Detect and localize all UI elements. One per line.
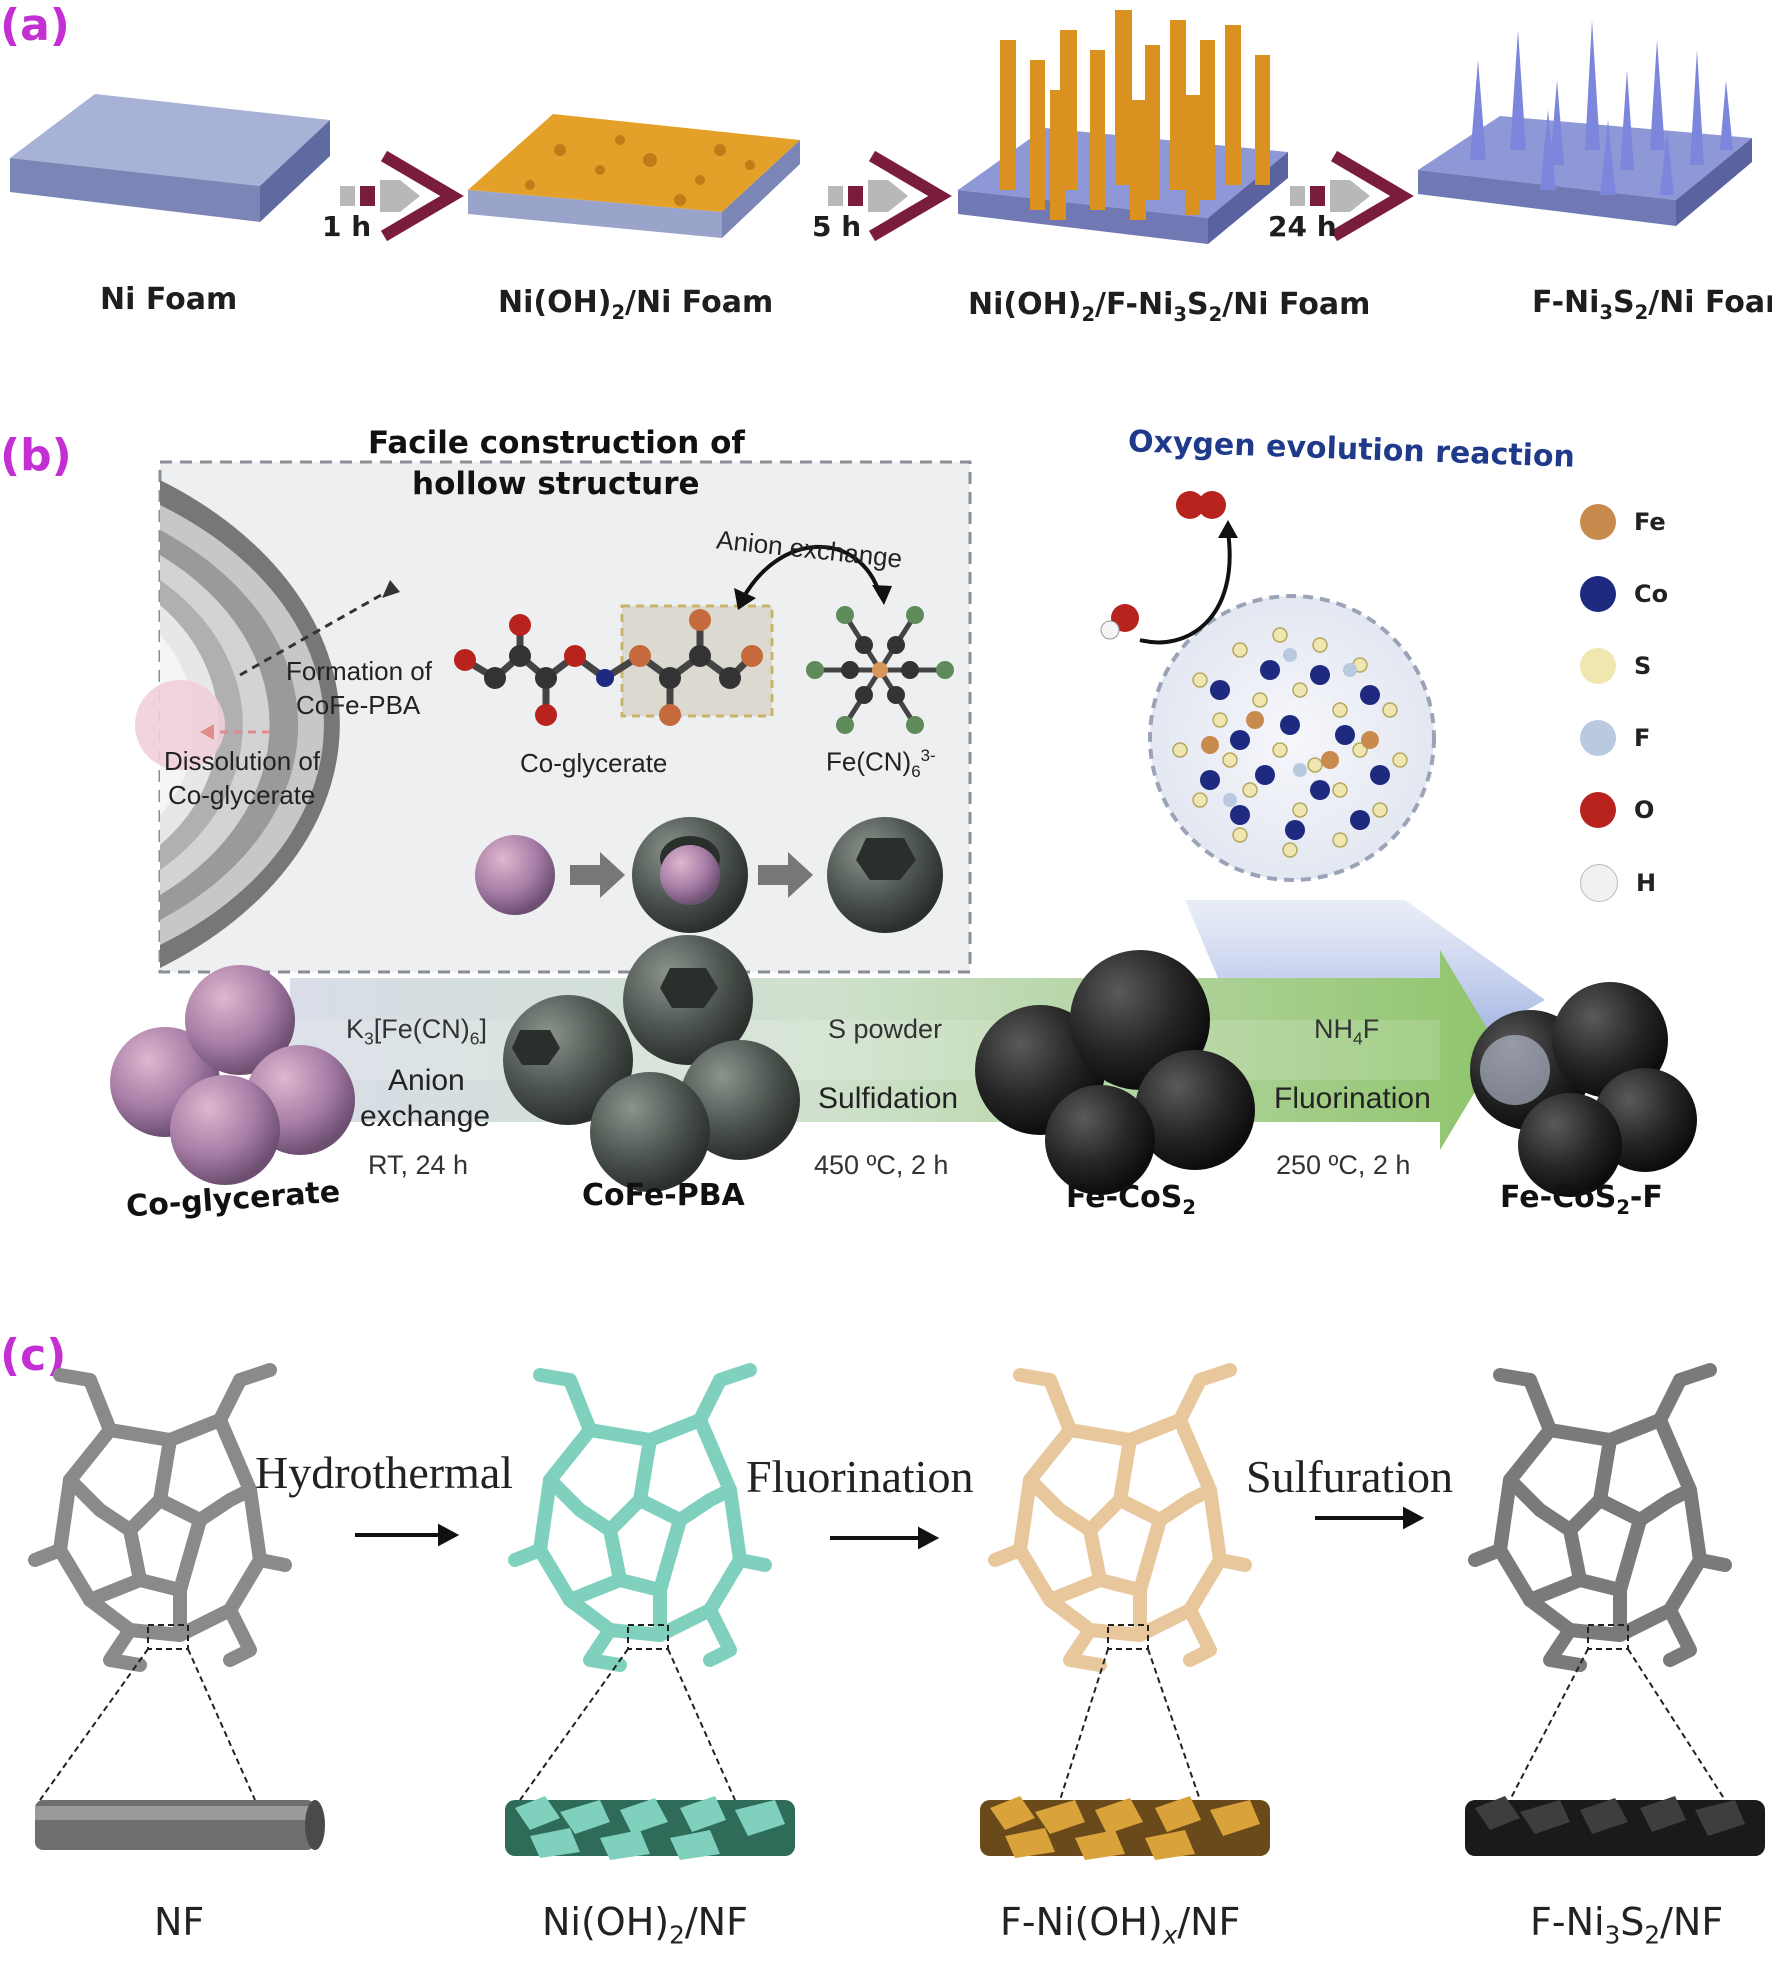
step2-condition: 450 ºC, 2 h (814, 1150, 949, 1180)
nioh2-foam-slab (468, 114, 800, 238)
step3-process: Fluorination (1274, 1082, 1431, 1115)
label-fni3s2-nf: F-Ni3S2/NF (1530, 1900, 1724, 1950)
label-fnioh-nf: F-Ni(OH)x/NF (1000, 1900, 1241, 1950)
panel-c-illustration (0, 1360, 1765, 1860)
step3-reagent: NH4F (1314, 1014, 1380, 1049)
step-fluorination: Fluorination (746, 1451, 974, 1502)
product-fe-cos2-f: Fe-CoS2-F (1500, 1180, 1663, 1219)
time-3: 24 h (1268, 210, 1337, 243)
fni3s2-slab (1418, 20, 1752, 226)
product-cofe-pba: CoFe-PBA (582, 1178, 745, 1213)
step1-mid-line2: exchange (360, 1100, 491, 1133)
arrow-1-icon (340, 150, 464, 242)
nf-foam-icon (35, 1370, 285, 1801)
fecn6-label: Fe(CN)63- (826, 746, 936, 781)
stage-label-nioh2-fni3s2: Ni(OH)2/F-Ni3S2/Ni Foam (968, 287, 1371, 326)
fecn6-molecule (806, 606, 954, 734)
legend-item-fe: Fe (1580, 504, 1666, 540)
stage-label-ni-foam: Ni Foam (100, 282, 238, 317)
dissolution-line2: Co-glycerate (168, 780, 316, 810)
step-hydrothermal: Hydrothermal (255, 1447, 514, 1498)
fe-atom-icon (1580, 504, 1616, 540)
time-2: 5 h (812, 210, 862, 243)
co-atom-icon (1580, 576, 1616, 612)
fni3s2-rod (1465, 1796, 1765, 1856)
nf-rod (35, 1800, 325, 1850)
step3-condition: 250 ºC, 2 h (1276, 1150, 1411, 1180)
cofe-pba-cluster (503, 935, 800, 1192)
ni-foam-slab (10, 94, 330, 222)
s-atom-icon (1580, 648, 1616, 684)
arrow-2-icon (828, 150, 952, 242)
anion-exchange-arrow (740, 544, 882, 601)
fnioh-foam-icon (995, 1370, 1245, 1801)
label-nf: NF (154, 1900, 205, 1944)
o-atom-icon (1580, 792, 1616, 828)
step2-process: Sulfidation (818, 1082, 959, 1115)
step2-reagent: S powder (828, 1014, 943, 1044)
co-glycerate-molecule-label: Co-glycerate (520, 748, 668, 778)
stage-label-nioh2: Ni(OH)2/Ni Foam (498, 285, 774, 324)
formation-arrow (239, 588, 391, 677)
stage-label-fni3s2: F-Ni3S2/Ni Foam (1532, 285, 1772, 324)
box-title-line1: Facile construction of (368, 425, 745, 461)
arrow-3-icon (1290, 150, 1414, 242)
box-title-line2: hollow structure (412, 466, 700, 502)
fe-cos2-f-cluster (1470, 982, 1697, 1197)
time-1: 1 h (322, 210, 372, 243)
legend-item-s: S (1580, 648, 1651, 684)
panel-b-illustration (110, 460, 1697, 1197)
legend-item-o: O (1580, 792, 1654, 828)
panel-a-illustration (10, 10, 1752, 244)
hollow-sphere-sequence (475, 817, 943, 933)
f-atom-icon (1580, 720, 1616, 756)
panel-a-label: (a) (0, 0, 70, 51)
product-fe-cos2: Fe-CoS2 (1066, 1180, 1196, 1219)
label-nioh2-nf: Ni(OH)2/NF (542, 1900, 748, 1950)
h-atom-icon (1580, 864, 1618, 902)
panel-b-label: (b) (0, 430, 72, 481)
dissolution-line1: Dissolution of (164, 746, 321, 776)
legend-item-f: F (1580, 720, 1650, 756)
step1-condition: RT, 24 h (368, 1150, 469, 1180)
formation-line1: Formation of (286, 656, 432, 686)
concentric-shells (135, 480, 340, 968)
fnioh-rod (980, 1796, 1270, 1860)
fni3s2-foam-icon (1475, 1370, 1725, 1801)
nioh2-rod (505, 1796, 795, 1860)
nioh2-fni3s2-slab (958, 10, 1288, 244)
co-glycerate-molecule (454, 604, 774, 726)
step1-reagent: K3[Fe(CN)6] (346, 1014, 488, 1049)
co-glycerate-cluster (110, 965, 355, 1185)
fe-cos2-cluster (975, 950, 1255, 1195)
step-sulfuration: Sulfuration (1246, 1451, 1453, 1502)
legend-item-h: H (1580, 864, 1656, 902)
legend-item-co: Co (1580, 576, 1668, 612)
step1-mid-line1: Anion (388, 1064, 465, 1097)
formation-line2: CoFe-PBA (296, 690, 421, 720)
nioh2-foam-icon (515, 1370, 765, 1801)
